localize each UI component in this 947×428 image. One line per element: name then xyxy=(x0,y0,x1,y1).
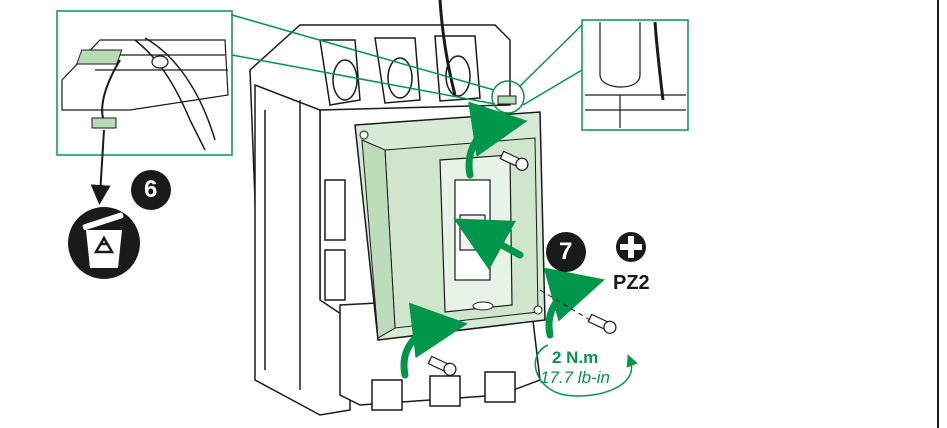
front-cover xyxy=(354,111,546,341)
right-inset-frame xyxy=(581,19,689,131)
rotation-arrow-icon-right xyxy=(543,267,605,339)
discard-arrow xyxy=(90,129,111,205)
tool-label: PZ2 xyxy=(613,272,650,294)
label-removal-path xyxy=(101,59,121,119)
right-detail-inset xyxy=(581,19,689,131)
zoom-line-right-1 xyxy=(519,24,583,87)
screw-icon-top xyxy=(499,150,529,171)
zoom-line-right-2 xyxy=(522,69,583,106)
zoom-line-left-2 xyxy=(231,54,496,105)
side-module-1 xyxy=(324,179,346,241)
rotation-arrow-icon-top xyxy=(465,101,528,179)
screw-top-head xyxy=(515,157,529,171)
step-7-label: 7 xyxy=(559,238,573,265)
recycle-bin-icon xyxy=(68,207,140,279)
push-arrow xyxy=(453,218,524,271)
screw-icon-bottom xyxy=(427,355,457,376)
bin-lid xyxy=(82,212,124,231)
bottom-terminal-3 xyxy=(484,371,516,403)
rotation-arrows xyxy=(400,101,605,379)
terminal-hole-1 xyxy=(332,59,358,101)
torque-rotation-ring xyxy=(534,344,638,397)
auxiliary-wire xyxy=(438,0,457,96)
recycle-symbol xyxy=(93,235,115,254)
inset-label-in-place xyxy=(76,49,123,65)
screws xyxy=(427,150,617,376)
torque-nm-label: 2 N.m xyxy=(552,348,599,367)
bin-body xyxy=(86,230,122,268)
cover-top-label xyxy=(497,95,517,105)
inset-label-removed xyxy=(91,117,117,129)
right-inset-slot xyxy=(599,22,641,88)
step-6-badge xyxy=(131,170,171,210)
screw-bottom-head xyxy=(443,362,457,376)
cover-screw-hole-tl xyxy=(359,130,369,140)
cover-left-edge xyxy=(361,139,396,339)
right-inset-wire xyxy=(653,21,665,101)
cover-screw-hole-br xyxy=(533,305,543,315)
screw-right-head xyxy=(603,320,617,334)
side-module-2 xyxy=(324,249,346,301)
bottom-terminal-1 xyxy=(371,379,403,411)
phillips-screwdriver-icon xyxy=(616,232,646,262)
step-6-label: 6 xyxy=(144,176,158,203)
screw-icon-right xyxy=(587,313,617,334)
pliers-pivot xyxy=(151,55,169,69)
pliers-icon xyxy=(134,37,216,151)
rotation-arrow-icon-bottom xyxy=(400,302,468,379)
bottom-terminal-2 xyxy=(429,375,461,407)
step-7-badge xyxy=(546,232,586,272)
cover-clip xyxy=(472,301,494,311)
screw-insert-guide xyxy=(539,289,591,321)
phillips-cross-h xyxy=(620,244,642,250)
torque-lbin-label: 17.7 lb-in xyxy=(540,368,610,387)
zoom-line-left-1 xyxy=(231,14,495,91)
left-detail-inset xyxy=(56,10,233,156)
terminal-hole-2 xyxy=(387,57,413,99)
